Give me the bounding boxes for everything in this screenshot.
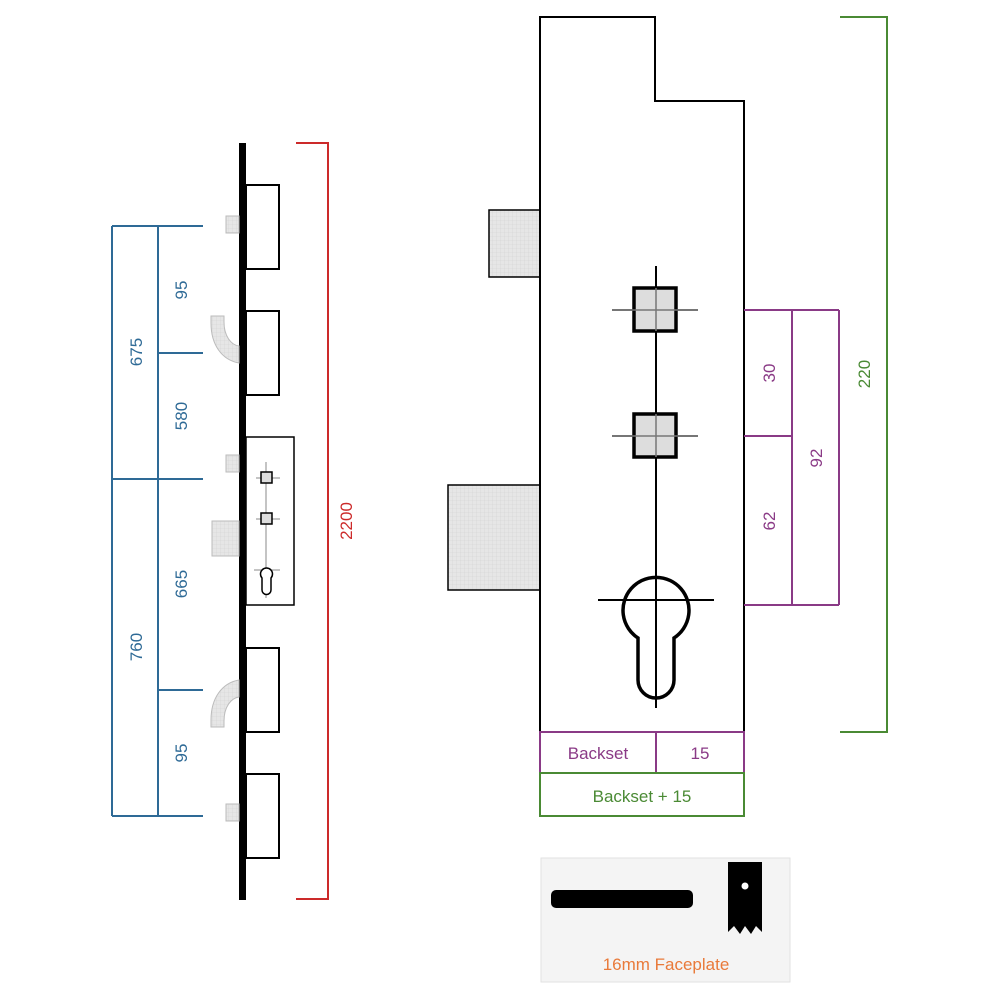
spindle-square-small-1 — [260, 471, 273, 484]
keep-box-1 — [245, 184, 280, 270]
dim-95-bottom: 95 — [172, 744, 191, 763]
backset-label: Backset — [568, 744, 629, 763]
multipoint-lock-overview: 675 760 95 580 665 95 2200 — [111, 142, 356, 900]
faceplate-end-view — [728, 862, 762, 934]
roller-2 — [225, 454, 240, 473]
faceplate-label: 16mm Faceplate — [603, 955, 730, 974]
faceplate-bar — [239, 143, 246, 900]
faceplate-legend: 16mm Faceplate — [540, 857, 791, 983]
hook-bottom — [210, 679, 240, 728]
backset-total-box — [539, 772, 745, 817]
faceplate-profile — [551, 890, 693, 908]
backset-total-label: Backset + 15 — [593, 787, 692, 806]
green-bracket — [840, 16, 888, 733]
backset-15: 15 — [691, 744, 710, 763]
blue-dimensions — [111, 225, 203, 817]
keep-box-2 — [245, 310, 280, 396]
dim-675: 675 — [127, 338, 146, 366]
red-bracket — [296, 142, 329, 900]
purple-dimensions — [744, 309, 840, 606]
dim-220: 220 — [855, 360, 874, 388]
spindle-square-small-2 — [260, 512, 273, 525]
dim-580: 580 — [172, 402, 191, 430]
roller-1 — [225, 215, 240, 234]
keep-box-4 — [245, 773, 280, 859]
dim-760: 760 — [127, 633, 146, 661]
deadbolt-small — [211, 520, 240, 557]
hook-top — [210, 315, 240, 364]
deadbolt — [447, 484, 541, 591]
dim-2200: 2200 — [337, 502, 356, 540]
latch-bolt — [488, 209, 541, 278]
cylinder-hole-small — [259, 567, 274, 596]
dim-30: 30 — [760, 364, 779, 383]
dim-92: 92 — [807, 449, 826, 468]
dim-62: 62 — [760, 512, 779, 531]
roller-3 — [225, 803, 240, 822]
dim-95-top: 95 — [172, 281, 191, 300]
keep-box-3 — [245, 647, 280, 733]
gearbox-detail: 30 62 92 220 Backset 15 Backset + 15 — [447, 16, 888, 817]
dim-665: 665 — [172, 570, 191, 598]
